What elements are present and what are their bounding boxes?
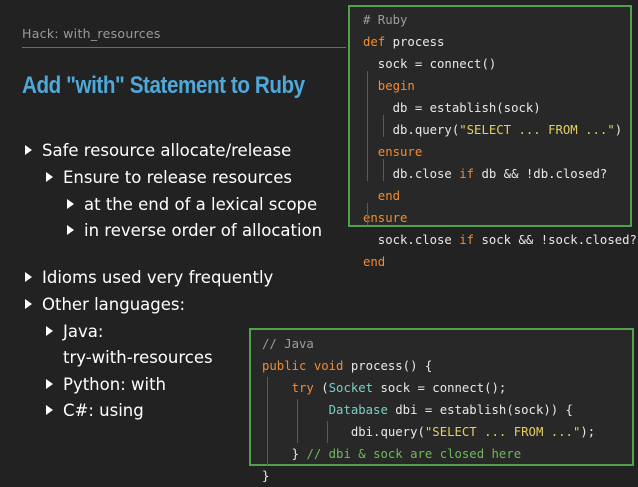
bullet-2: Idioms used very frequently xyxy=(25,268,273,287)
bullet-1-1-1: at the end of a lexical scope xyxy=(67,195,317,214)
indent-guide xyxy=(267,377,268,465)
bullet-3-1: Java: xyxy=(46,322,103,341)
triangle-bullet-icon xyxy=(46,405,53,415)
code-line: end xyxy=(363,255,386,269)
bullet-3: Other languages: xyxy=(25,295,185,314)
code-line: begin xyxy=(363,79,415,93)
code-line: try (Socket sock = connect(); xyxy=(291,381,507,395)
triangle-bullet-icon xyxy=(25,145,32,155)
bullet-3-2: Python: with xyxy=(46,375,166,394)
code-line: sock.close if sock && !sock.closed? xyxy=(363,233,637,247)
header-divider xyxy=(22,47,346,48)
bullet-1-1-2: in reverse order of allocation xyxy=(67,221,322,240)
indent-guide xyxy=(327,421,328,443)
indent-guide xyxy=(367,203,368,225)
code-line: Database dbi = establish(sock)) { xyxy=(328,403,573,417)
triangle-bullet-icon xyxy=(46,172,53,182)
indent-guide xyxy=(297,399,298,443)
slide-title: Add "with" Statement to Ruby xyxy=(22,72,305,99)
indent-guide xyxy=(383,115,384,137)
code-line: ensure xyxy=(363,211,408,225)
code-line: db.close if db && !db.closed? xyxy=(363,167,608,181)
code-line: } xyxy=(262,469,270,483)
header-label: Hack: with_resources xyxy=(22,26,161,41)
bullet-3-1-cont: try-with-resources xyxy=(63,348,213,367)
triangle-bullet-icon xyxy=(67,199,74,209)
indent-guide xyxy=(383,159,384,181)
triangle-bullet-icon xyxy=(25,272,32,282)
code-line: sock = connect() xyxy=(363,57,497,71)
triangle-bullet-icon xyxy=(67,225,74,235)
bullet-1-1: Ensure to release resources xyxy=(46,168,292,187)
indent-guide xyxy=(367,71,368,181)
code-line: db = establish(sock) xyxy=(363,101,541,115)
code-line: # Ruby xyxy=(363,13,408,27)
code-line: db.query("SELECT ... FROM ...") xyxy=(363,123,623,137)
triangle-bullet-icon xyxy=(46,326,53,336)
triangle-bullet-icon xyxy=(46,379,53,389)
code-line: public void process() { xyxy=(262,359,433,373)
code-line: ensure xyxy=(363,145,423,159)
code-line: } // dbi & sock are closed here xyxy=(291,447,522,461)
bullet-3-3: C#: using xyxy=(46,401,144,420)
java-code-block: // Java public void process() { try (Soc… xyxy=(249,328,634,483)
code-line: // Java xyxy=(262,337,314,351)
ruby-code-block: # Ruby def process sock = connect() begi… xyxy=(348,5,637,269)
bullet-1: Safe resource allocate/release xyxy=(25,141,291,160)
code-line: dbi.query("SELECT ... FROM ..."); xyxy=(350,425,596,439)
triangle-bullet-icon xyxy=(25,299,32,309)
code-line: end xyxy=(363,189,401,203)
code-line: def process xyxy=(363,35,445,49)
